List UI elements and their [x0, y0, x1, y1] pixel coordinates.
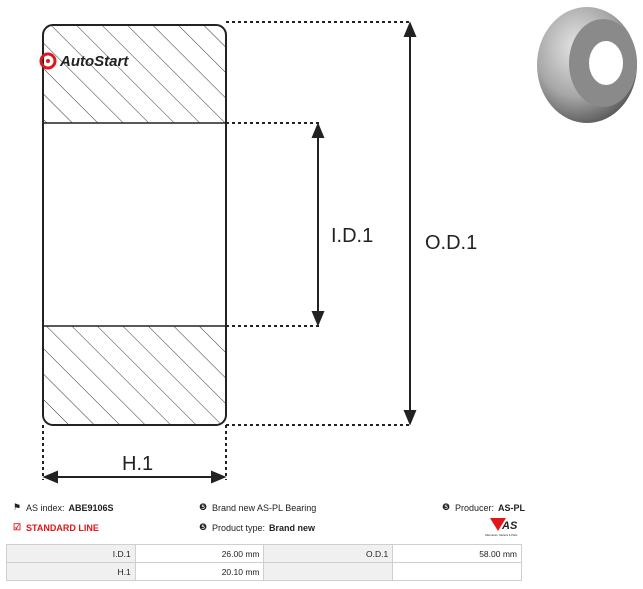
product-type-value: Brand new [269, 522, 316, 533]
info-icon: ❺ [198, 522, 208, 532]
check-square-icon: ☑ [12, 522, 22, 532]
watermark-text: AutoStart [59, 53, 129, 70]
spec-label: O.D.1 [263, 544, 394, 563]
tag-icon: ⚑ [12, 502, 22, 512]
product-type-label: Product type: [212, 522, 266, 533]
od-dimension-label: O.D.1 [425, 232, 477, 254]
description-info: ❺ Brand new AS-PL Bearing [198, 502, 316, 513]
as-logo-tagline: Alternators, Starters & Parts [485, 533, 518, 537]
extension-lines [42, 21, 412, 480]
hatched-top-ring [44, 26, 225, 123]
spec-value: 26.00 mm [134, 544, 265, 563]
description-text: Brand new AS-PL Bearing [212, 502, 317, 513]
as-pl-logo: AS Alternators, Starters & Parts [485, 518, 518, 537]
autostart-watermark-logo: AutoStart [39, 52, 129, 70]
standard-line-label: STANDARD LINE [26, 522, 99, 533]
product-type-info: ❺ Product type: Brand new [198, 522, 315, 533]
spec-value: 20.10 mm [134, 562, 265, 581]
as-index-info: ⚑ AS index: ABE9106S [12, 502, 114, 513]
producer-info: ❺ Producer: AS-PL [441, 502, 525, 513]
spec-label [263, 562, 394, 581]
table-row: I.D.1 26.00 mm O.D.1 58.00 mm [6, 544, 522, 563]
hatched-bottom-ring [44, 326, 225, 424]
spec-value: 58.00 mm [392, 544, 522, 563]
table-row: H.1 20.10 mm [6, 562, 522, 581]
standard-line-info: ☑ STANDARD LINE [12, 522, 99, 533]
info-icon: ❺ [198, 502, 208, 512]
dimension-arrows [42, 21, 417, 484]
as-logo-mark: AS [501, 520, 518, 532]
spec-label: H.1 [6, 562, 136, 581]
bearing-cross-section [42, 24, 227, 426]
spec-value [392, 562, 522, 581]
info-icon: ❺ [441, 502, 451, 512]
producer-label: Producer: [455, 502, 495, 513]
as-index-label: AS index: [26, 502, 65, 513]
h-dimension-label: H.1 [122, 453, 153, 475]
spec-label: I.D.1 [6, 544, 136, 563]
bearing-photo [537, 7, 637, 123]
spec-table: I.D.1 26.00 mm O.D.1 58.00 mm H.1 20.10 … [6, 544, 522, 581]
id-dimension-label: I.D.1 [331, 225, 373, 247]
as-index-value: ABE9106S [68, 502, 114, 513]
producer-value: AS-PL [498, 502, 526, 513]
bearing-dimension-drawing: I.D.1 O.D.1 H.1 AutoStart [39, 7, 637, 484]
